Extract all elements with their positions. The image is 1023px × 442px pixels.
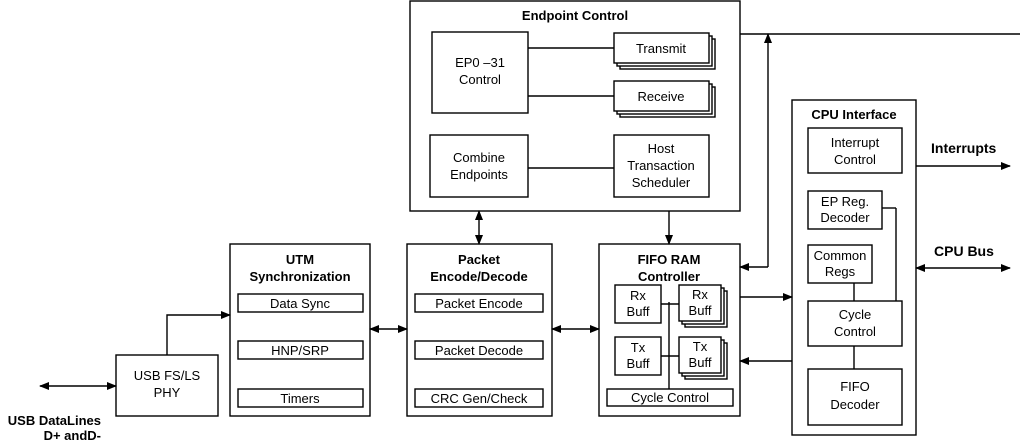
ep-control-label-2: Control xyxy=(459,72,501,87)
fifo-decoder-box xyxy=(807,368,903,426)
packet-decode-label: Packet Decode xyxy=(435,343,523,358)
combine-endpoints-box xyxy=(429,134,529,198)
fifo-cycle-control-label: Cycle Control xyxy=(631,390,709,405)
tx-buff-left-label-1: Tx xyxy=(631,340,646,355)
usb-phy-block: USB FS/LS PHY xyxy=(115,354,219,417)
transmit-box xyxy=(613,32,710,64)
cpu-interface-title: CPU Interface xyxy=(811,107,896,122)
fifo-ram-title-2: Controller xyxy=(638,269,700,284)
crc-label: CRC Gen/Check xyxy=(431,391,528,406)
utm-frame xyxy=(229,243,371,417)
rx-buff-right-label-2: Buff xyxy=(689,303,712,318)
ep-reg-label-1: EP Reg. xyxy=(821,194,869,209)
transmit-label: Transmit xyxy=(636,41,686,56)
phy-to-utm-arrow xyxy=(166,311,231,355)
host-label-2: Transaction xyxy=(627,158,694,173)
utm-title-1: UTM xyxy=(286,252,314,267)
combine-label-2: Endpoints xyxy=(450,167,508,182)
interrupts-label: Interrupts xyxy=(931,140,997,156)
usb-datalines-label-1: USB DataLines xyxy=(8,413,101,428)
fifo-decoder-label-1: FIFO xyxy=(840,379,870,394)
host-label-3: Scheduler xyxy=(632,175,691,190)
ep-reg-label-2: Decoder xyxy=(820,210,870,225)
timers-box xyxy=(237,388,364,408)
fifo-ram-title-1: FIFO RAM xyxy=(638,252,701,267)
data-sync-box xyxy=(237,293,364,313)
ep-control-label-1: EP0 –31 xyxy=(455,55,505,70)
packet-title-1: Packet xyxy=(458,252,501,267)
tx-buff-right-box xyxy=(678,336,722,374)
hnp-srp-box xyxy=(237,340,364,360)
packet-block: Packet Encode/Decode Packet Encode Packe… xyxy=(406,243,553,417)
endpoint-control-block: Endpoint Control EP0 –31 Control Transmi… xyxy=(409,0,741,212)
ep-control-box xyxy=(431,31,529,114)
host-label-1: Host xyxy=(648,141,675,156)
endpoint-control-title: Endpoint Control xyxy=(522,8,628,23)
tx-buff-right-label-1: Tx xyxy=(693,339,708,354)
interrupt-label-2: Control xyxy=(834,152,876,167)
usb-datalines-label-2: D+ andD- xyxy=(44,428,101,442)
cycle-control-box xyxy=(807,300,903,347)
ep-reg-decoder-box xyxy=(807,190,883,230)
utm-title-2: Synchronization xyxy=(249,269,350,284)
fifo-decoder-label-2: Decoder xyxy=(830,397,880,412)
fifo-ram-block: FIFO RAM Controller Rx Buff Rx Buff Tx B… xyxy=(598,243,741,417)
interrupt-label-1: Interrupt xyxy=(831,135,880,150)
common-regs-box xyxy=(807,244,873,284)
usb-phy-box xyxy=(115,354,219,417)
utm-block: UTM Synchronization Data Sync HNP/SRP Ti… xyxy=(229,243,371,417)
packet-encode-label: Packet Encode xyxy=(435,296,522,311)
cycle-control-label-1: Cycle xyxy=(839,307,872,322)
common-label-1: Common xyxy=(814,248,867,263)
crc-box xyxy=(414,388,544,408)
hnp-srp-label: HNP/SRP xyxy=(271,343,329,358)
rx-buff-left-label-2: Buff xyxy=(627,304,650,319)
packet-frame xyxy=(406,243,553,417)
combine-label-1: Combine xyxy=(453,150,505,165)
packet-encode-box xyxy=(414,293,544,313)
timers-label: Timers xyxy=(280,391,320,406)
interrupt-control-box xyxy=(807,127,903,174)
usb-phy-label-2: PHY xyxy=(154,385,181,400)
tx-buff-left-label-2: Buff xyxy=(627,356,650,371)
cpu-bus-label: CPU Bus xyxy=(934,243,994,259)
data-sync-label: Data Sync xyxy=(270,296,330,311)
host-scheduler-box xyxy=(613,134,710,198)
tx-buff-right-label-2: Buff xyxy=(689,355,712,370)
fifo-cycle-control-box xyxy=(606,388,734,407)
usb-phy-label-1: USB FS/LS xyxy=(134,368,201,383)
rx-buff-right-label-1: Rx xyxy=(692,287,708,302)
receive-label: Receive xyxy=(638,89,685,104)
cpu-interface-block: CPU Interface Interrupt Control EP Reg. … xyxy=(791,99,917,436)
connections xyxy=(39,33,1020,390)
cycle-control-label-2: Control xyxy=(834,324,876,339)
packet-title-2: Encode/Decode xyxy=(430,269,528,284)
rx-buff-left-box xyxy=(614,284,662,324)
packet-decode-box xyxy=(414,340,544,360)
rx-buff-right-box xyxy=(678,284,722,322)
rx-buff-left-label-1: Rx xyxy=(630,288,646,303)
common-label-2: Regs xyxy=(825,264,856,279)
